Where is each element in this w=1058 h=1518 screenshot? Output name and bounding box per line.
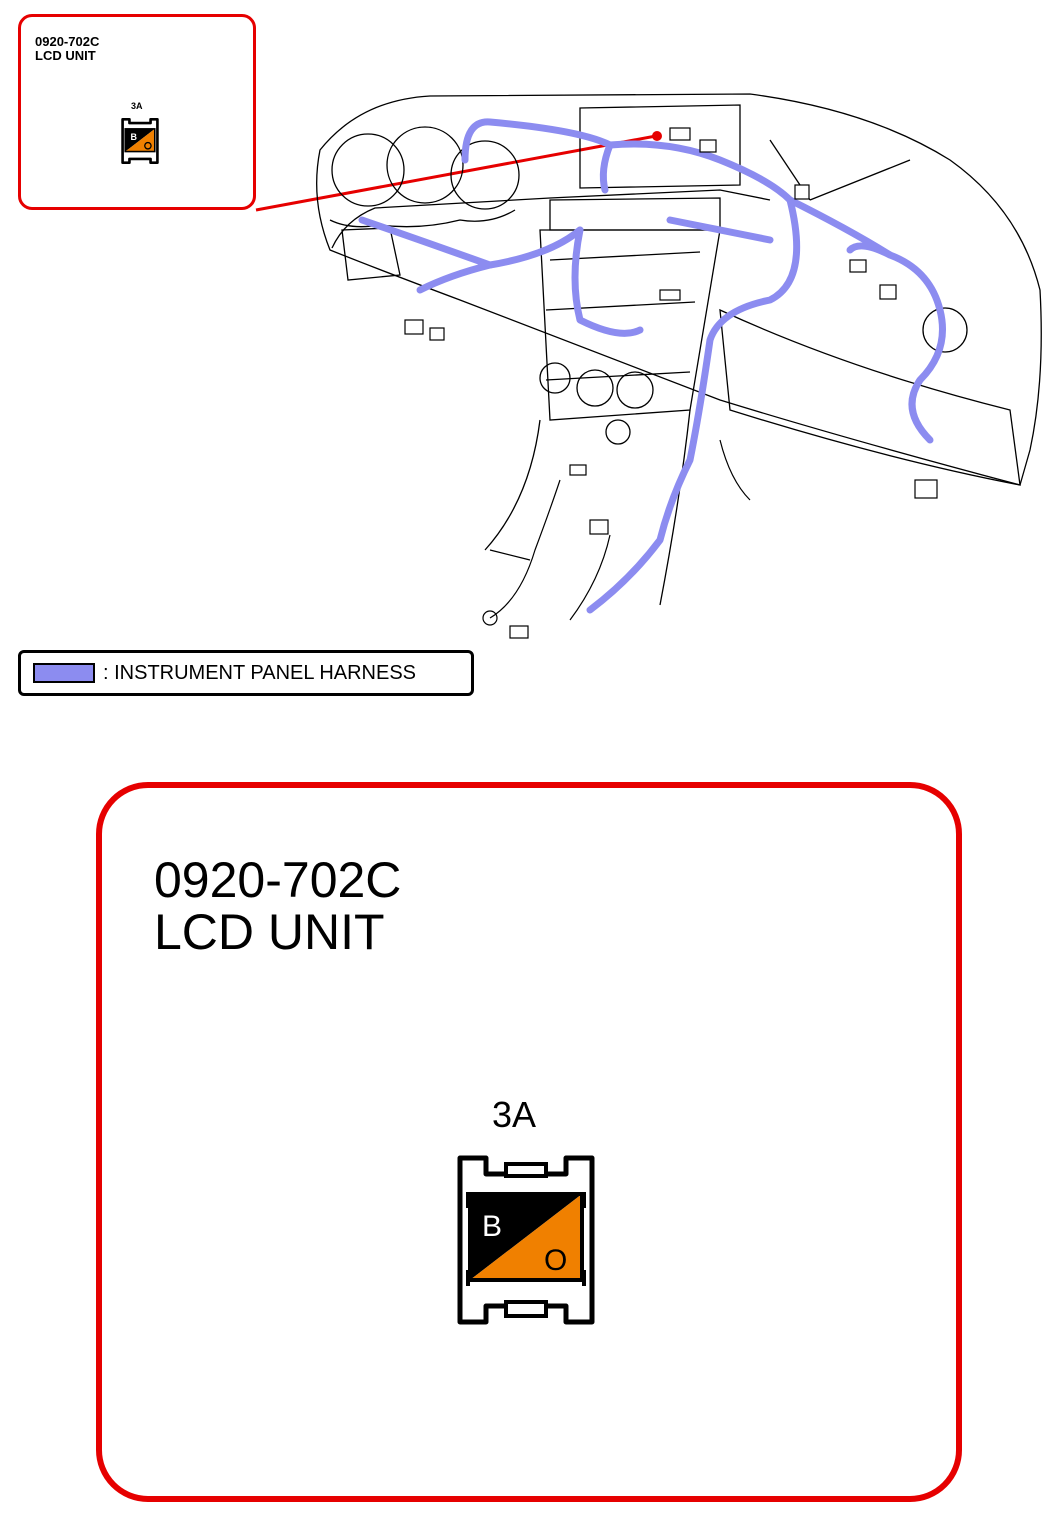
large-connector-name: LCD UNIT: [154, 904, 385, 960]
small-callout-box: 0920-702C LCD UNIT 3A B: [18, 14, 256, 210]
svg-text:B: B: [131, 132, 138, 142]
connector-face-icon: B O: [457, 1155, 595, 1325]
large-callout-box: 0920-702C LCD UNIT 3A B O: [96, 782, 962, 1502]
legend-swatch: [33, 663, 95, 683]
small-connector-code: 0920-702C: [35, 34, 100, 49]
legend: : INSTRUMENT PANEL HARNESS: [18, 650, 474, 696]
legend-label: : INSTRUMENT PANEL HARNESS: [103, 662, 417, 684]
small-connector-name: LCD UNIT: [35, 48, 96, 63]
small-connector-icon: B: [121, 118, 159, 164]
pin-o-label: O: [544, 1244, 567, 1277]
large-connector-label: 3A: [492, 1094, 537, 1135]
small-connector-label: 3A: [131, 101, 143, 111]
pin-b-label: B: [482, 1210, 502, 1243]
instrument-panel-illustration: [316, 93, 1042, 639]
large-connector-code: 0920-702C: [154, 852, 402, 908]
